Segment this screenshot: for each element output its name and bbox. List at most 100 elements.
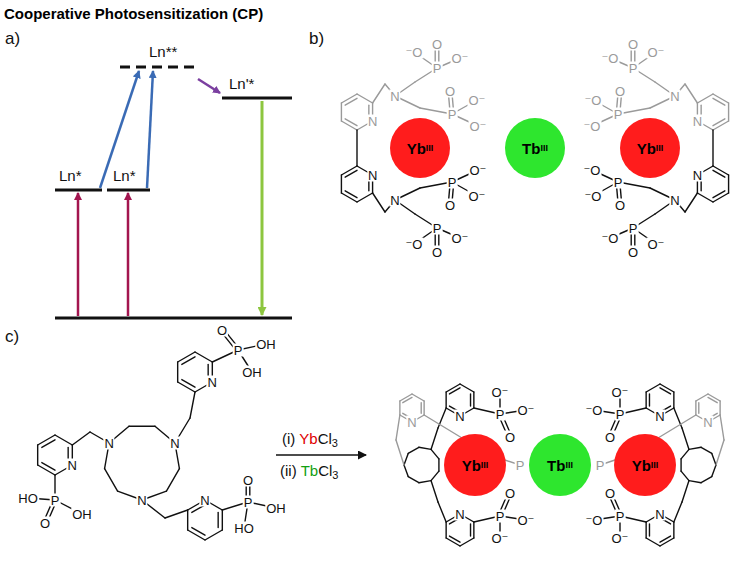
atom-label: P — [495, 408, 506, 421]
atom-label: O — [627, 246, 639, 259]
atom-label: ⁻O — [584, 190, 603, 203]
atom-label: O⁻ — [468, 190, 487, 203]
bond-line — [72, 432, 90, 445]
atom-label: O⁻ — [611, 386, 630, 399]
bond-line — [341, 193, 357, 202]
atom-label: ⁻O — [585, 514, 604, 527]
bond-line — [445, 522, 446, 538]
atom-label: OH — [265, 502, 287, 515]
atom-label: P — [628, 62, 639, 75]
atom-label: OH — [71, 508, 93, 521]
bond-line — [713, 121, 729, 130]
bond-line — [713, 98, 725, 105]
atom-label: N — [406, 416, 417, 429]
bond-line — [403, 397, 412, 402]
atom-label: P — [495, 510, 506, 523]
bond-line — [419, 447, 431, 449]
atom-label: N — [669, 90, 680, 103]
atom-label: P — [615, 510, 626, 523]
atom-label: N — [389, 90, 400, 103]
bond-line — [728, 103, 729, 121]
atom-label: N — [367, 115, 378, 128]
bond-line — [649, 394, 650, 406]
bond-line — [373, 84, 385, 103]
atom-label: P — [628, 222, 639, 235]
atom-label: O — [627, 38, 639, 51]
bond-line — [713, 193, 729, 202]
panel-letter: b) — [308, 30, 325, 47]
atom-label: N — [454, 410, 465, 423]
bond-line — [431, 449, 439, 458]
figure-title: Cooperative Photosensitization (CP) — [4, 5, 263, 22]
bond-line — [689, 481, 701, 483]
bond-line — [438, 502, 446, 522]
bond-line — [423, 401, 424, 415]
ion-symbol: Yb — [407, 141, 426, 156]
lanthanide-ion: YbIII — [390, 118, 450, 178]
bond-line — [695, 401, 696, 415]
bond-line — [645, 392, 646, 408]
bond-line — [55, 435, 72, 445]
bond-line — [696, 394, 708, 401]
bond-line — [689, 447, 701, 449]
ion-symbol: Yb — [462, 458, 481, 473]
bond-line — [701, 447, 712, 453]
bond-line — [460, 384, 474, 392]
bond-line — [431, 471, 439, 480]
bond-line — [345, 119, 357, 126]
atom-label: P — [595, 459, 606, 472]
bond-line — [708, 394, 720, 401]
panel-letter: c) — [4, 328, 20, 345]
bond-line — [187, 510, 188, 530]
atom-label: O — [242, 474, 254, 487]
atom-label: P — [233, 344, 244, 357]
atom-label: N — [169, 437, 180, 450]
emission-arrow — [261, 101, 264, 315]
atom-label: O⁻ — [451, 232, 470, 245]
reagent-text: Cl — [318, 430, 332, 447]
atom-label: HO — [17, 492, 39, 505]
bond-line — [682, 428, 689, 449]
excitation-arrow — [77, 193, 80, 316]
bond-line — [38, 435, 55, 445]
bond-line — [673, 522, 674, 538]
bond-line — [712, 130, 713, 166]
energy-level-label: Ln* — [58, 168, 83, 183]
bond-line — [178, 352, 195, 362]
bond-line — [341, 166, 357, 175]
energy-level — [120, 66, 198, 69]
atom-label: N — [67, 459, 78, 472]
bond-line — [341, 175, 342, 193]
bond-line — [356, 130, 357, 166]
panel-letter: a) — [4, 30, 21, 47]
oxidation-state: III — [565, 461, 573, 470]
atom-label: O — [504, 431, 516, 444]
atom-label: P — [432, 222, 443, 235]
bond-line — [698, 403, 699, 414]
bond-line — [682, 481, 689, 502]
bond-line — [182, 380, 195, 388]
bond-line — [431, 481, 438, 502]
bond-line — [192, 528, 205, 536]
oxidation-state: III — [481, 461, 489, 470]
bond-line — [713, 94, 729, 103]
bond-line — [412, 394, 424, 401]
ion-symbol: Yb — [632, 458, 651, 473]
atom-label: O⁻ — [468, 94, 487, 107]
reagent-text: Tb — [301, 462, 319, 479]
atom-label: N — [654, 508, 665, 521]
bond-line — [713, 119, 725, 126]
atom-label: O⁻ — [469, 164, 488, 177]
atom-label: O⁻ — [517, 514, 536, 527]
bond-line — [446, 538, 460, 546]
bond-line — [341, 121, 357, 130]
bond-line — [449, 388, 460, 394]
reagent-line: (i)YbCl3 — [282, 430, 338, 450]
atom-label: O⁻ — [611, 532, 630, 545]
bond-line — [645, 522, 646, 538]
bond-line — [719, 401, 720, 415]
atom-label: ⁻O — [601, 52, 620, 65]
bond-line — [42, 463, 55, 471]
lanthanide-ion: YbIII — [620, 118, 680, 178]
